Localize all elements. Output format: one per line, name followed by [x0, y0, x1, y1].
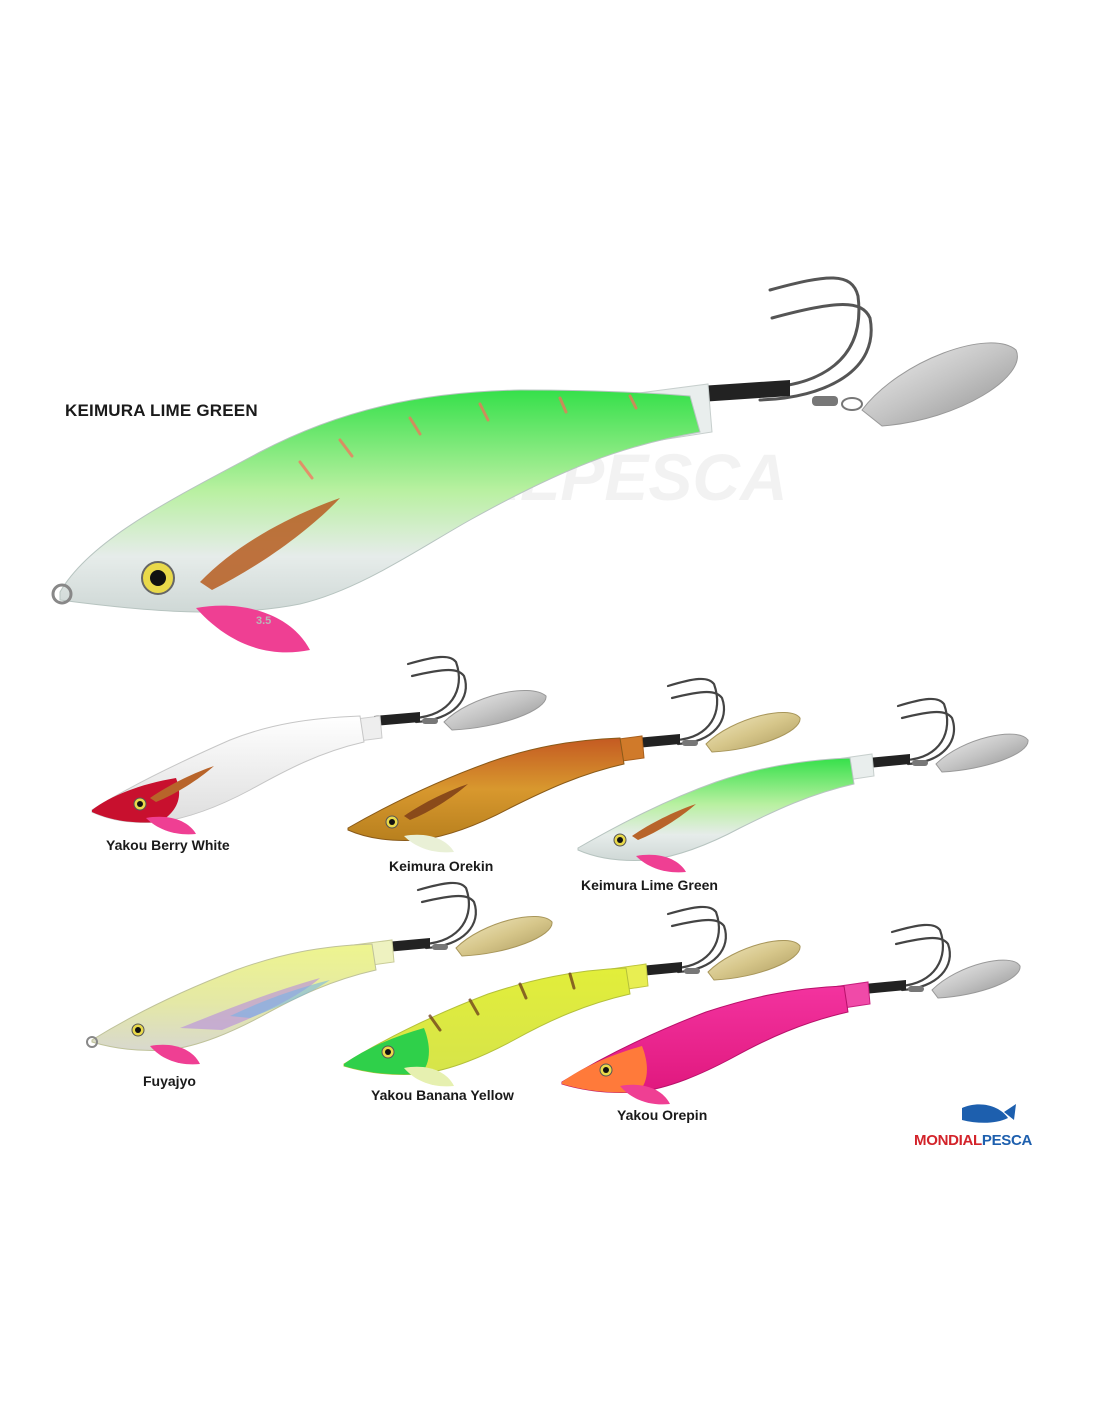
- logo-text-part1: MONDIAL: [914, 1132, 982, 1149]
- lure-keimura-lime-green: [577, 697, 1029, 873]
- lure-keimura-orekin: [347, 677, 801, 853]
- main-lure-fin-size: 3.5: [256, 615, 271, 627]
- lure-label: Keimura Orekin: [389, 858, 494, 874]
- main-lure-label: KEIMURA LIME GREEN: [65, 401, 258, 420]
- main-lure-blade: [861, 342, 1018, 427]
- logo-fish-icon: [962, 1104, 1016, 1123]
- lure-label: Yakou Berry White: [106, 837, 230, 853]
- logo-text-part2: PESCA: [981, 1132, 1033, 1149]
- lure-fuyajyo: [86, 881, 553, 1065]
- lure-yakou-banana-yellow: [343, 905, 801, 1087]
- lure-label: Yakou Banana Yellow: [371, 1087, 514, 1103]
- lure-yakou-berry-white: [91, 655, 547, 835]
- lure-label: Fuyajyo: [143, 1073, 196, 1089]
- main-lure-hooks: [758, 276, 873, 402]
- brand-logo: MONDIALPESCA: [914, 1106, 1054, 1156]
- main-lure-body: [59, 389, 701, 613]
- main-lure: 3.5: [51, 276, 1018, 653]
- main-lure-fin: [196, 605, 310, 653]
- lure-label: Keimura Lime Green: [581, 877, 718, 893]
- lure-label: Yakou Orepin: [617, 1107, 708, 1123]
- lure-yakou-orepin: [561, 923, 1021, 1105]
